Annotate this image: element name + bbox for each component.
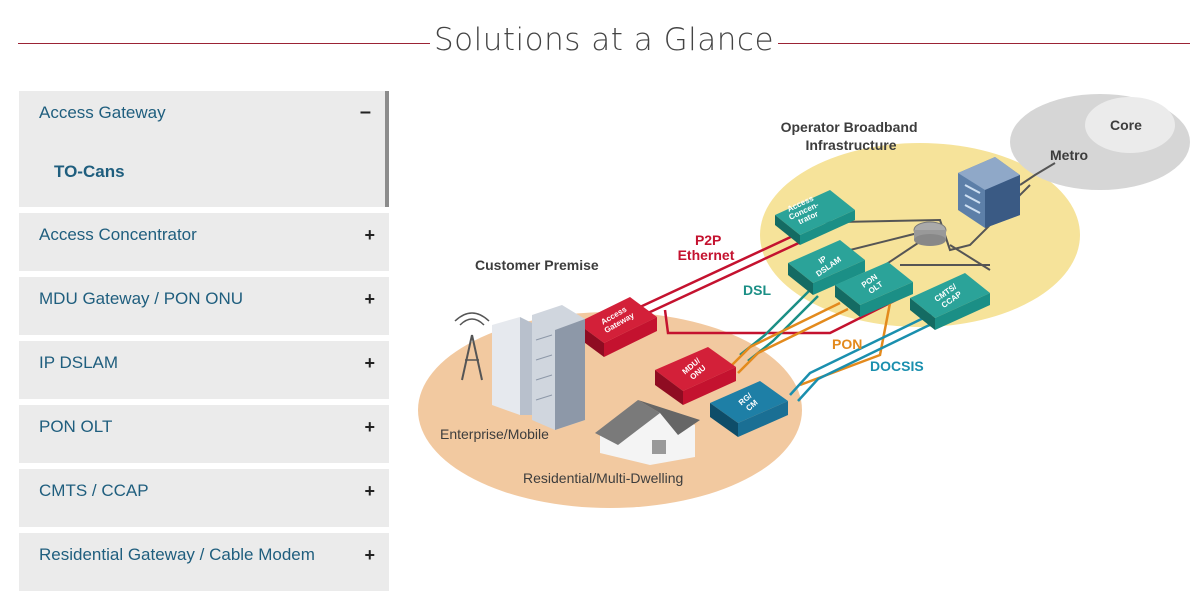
backbone-link xyxy=(829,229,991,276)
accordion-item-label: IP DSLAM xyxy=(39,353,119,372)
office-building-icon xyxy=(492,305,585,430)
accordion-item-pon-olt[interactable]: PON OLT + xyxy=(19,405,389,463)
device-label: IP xyxy=(817,254,829,266)
submenu-link-to-cans[interactable]: TO-Cans xyxy=(54,162,125,181)
rg-cm-device: RG/ CM xyxy=(710,381,788,437)
p2p-link xyxy=(663,291,911,335)
accordion-item-label: CMTS / CCAP xyxy=(39,481,149,500)
metro-label: Metro xyxy=(1050,147,1088,163)
expand-icon[interactable]: + xyxy=(364,481,375,501)
expand-icon[interactable]: + xyxy=(364,545,375,565)
p2p-ethernet-label: P2P Ethernet xyxy=(678,232,735,263)
ip-dslam-device: IP DSLAM xyxy=(788,240,865,295)
expand-icon[interactable]: + xyxy=(364,225,375,245)
cmts-ccap-device: CMTS/ CCAP xyxy=(910,273,990,330)
pon-label: PON xyxy=(832,336,862,352)
enterprise-label: Enterprise/Mobile xyxy=(440,426,549,442)
solutions-accordion: Access Gateway – TO-Cans Access Concentr… xyxy=(19,91,389,597)
dsl-label: DSL xyxy=(743,282,771,298)
operator-zone-label: Operator Broadband Infrastructure xyxy=(781,119,922,153)
accordion-item-label: MDU Gateway / PON ONU xyxy=(39,289,244,308)
header-rule-right xyxy=(778,43,1190,44)
cell-tower-icon xyxy=(454,312,490,381)
network-diagram: Access Concen- trator IP DSLAM PON OLT C… xyxy=(410,85,1200,515)
data-center-icon xyxy=(958,157,1020,228)
p2p-link xyxy=(639,233,804,315)
accordion-item-label: Access Gateway xyxy=(39,103,166,122)
docsis-label: DOCSIS xyxy=(870,358,924,374)
expand-icon[interactable]: + xyxy=(364,289,375,309)
docsis-link xyxy=(789,308,949,402)
collapse-icon[interactable]: – xyxy=(359,101,371,123)
residential-label: Residential/Multi-Dwelling xyxy=(523,470,683,486)
metro-link xyxy=(1019,162,1056,186)
accordion-item-access-concentrator[interactable]: Access Concentrator + xyxy=(19,213,389,271)
page-title: Solutions at a Glance xyxy=(433,22,775,58)
section-header: Solutions at a Glance xyxy=(18,0,1190,84)
accordion-item-label: Access Concentrator xyxy=(39,225,197,244)
header-rule-left xyxy=(18,43,430,44)
customer-zone-label: Customer Premise xyxy=(475,257,599,273)
house-icon xyxy=(595,400,700,465)
accordion-item-access-gateway[interactable]: Access Gateway – TO-Cans xyxy=(19,91,389,207)
accordion-item-cmts-ccap[interactable]: CMTS / CCAP + xyxy=(19,469,389,527)
core-zone xyxy=(1085,97,1175,153)
accordion-item-ip-dslam[interactable]: IP DSLAM + xyxy=(19,341,389,399)
access-concentrator-device: Access Concen- trator xyxy=(775,190,855,245)
core-label: Core xyxy=(1110,117,1142,133)
access-gateway-device: Access Gateway xyxy=(577,297,657,357)
accordion-item-mdu-gateway[interactable]: MDU Gateway / PON ONU + xyxy=(19,277,389,335)
expand-icon[interactable]: + xyxy=(364,417,375,437)
pon-olt-device: PON OLT xyxy=(835,262,913,317)
accordion-item-label: Residential Gateway / Cable Modem xyxy=(39,545,315,564)
mdu-onu-device: MDU/ ONU xyxy=(655,347,736,405)
accordion-item-residential-gateway[interactable]: Residential Gateway / Cable Modem + xyxy=(19,533,389,591)
expand-icon[interactable]: + xyxy=(364,353,375,373)
network-diagram-svg: Access Concen- trator IP DSLAM PON OLT C… xyxy=(418,94,1190,508)
pon-link xyxy=(729,301,849,374)
accordion-item-label: PON OLT xyxy=(39,417,113,436)
